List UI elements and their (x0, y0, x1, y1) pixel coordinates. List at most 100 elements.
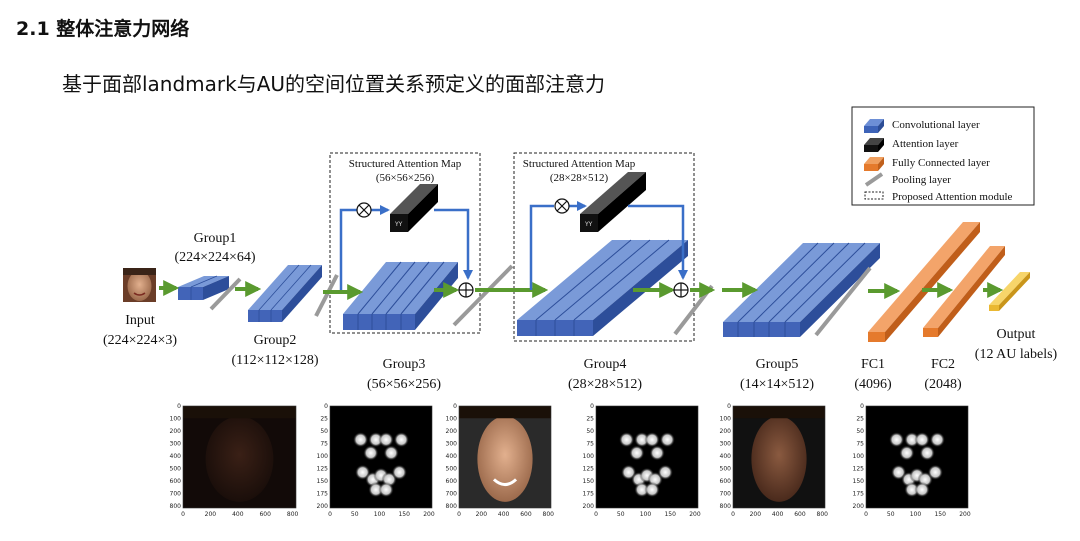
attention-layer-2: YY (580, 172, 646, 232)
photo1-ytick: 200 (170, 428, 182, 435)
photo2-xtick: 400 (498, 511, 510, 518)
forward-arrows (159, 280, 1004, 300)
map3-ytick: 0 (860, 403, 864, 410)
map1-ytick: 100 (317, 453, 329, 460)
map1-xtick: 200 (423, 511, 435, 518)
map3-ytick: 25 (856, 415, 864, 422)
map2-ytick: 50 (586, 428, 594, 435)
photo2-ytick: 0 (453, 403, 457, 410)
map1-xtick: 100 (374, 511, 386, 518)
legend-item-attention-module: Proposed Attention module (864, 191, 1013, 203)
attention-paths-1 (339, 205, 473, 290)
group3-size: (56×56×256) (367, 377, 441, 392)
svg-text:YY: YY (584, 221, 593, 228)
map2-ytick: 75 (586, 440, 594, 447)
multiply-icon-1 (356, 202, 372, 218)
photo3-ytick: 200 (720, 428, 732, 435)
fc2-block (923, 246, 1005, 337)
map3-ytick: 150 (853, 478, 865, 485)
map3-xtick: 150 (934, 511, 946, 518)
photo2-ytick: 500 (446, 465, 458, 472)
map1-ytick: 175 (317, 490, 329, 497)
input-label: Input (125, 313, 155, 328)
attention-map-title-2: Structured Attention Map (523, 158, 636, 170)
map3-xtick: 0 (864, 511, 868, 518)
photo1-ytick: 0 (177, 403, 181, 410)
map2-ytick: 100 (583, 453, 595, 460)
photo2-xtick: 200 (476, 511, 488, 518)
photo2-ytick: 400 (446, 453, 458, 460)
example-photo-1 (182, 405, 297, 509)
photo1-ytick: 600 (170, 478, 182, 485)
photo2-xtick: 800 (543, 511, 555, 518)
photo2-xtick: 0 (457, 511, 461, 518)
attention-map-title-1: Structured Attention Map (349, 158, 462, 170)
group1-blocks (178, 275, 229, 300)
photo3-ytick: 600 (720, 478, 732, 485)
photo3-ytick: 400 (720, 453, 732, 460)
add-icon-2 (673, 282, 689, 298)
group3-label: Group3 (383, 357, 426, 372)
map1-ytick: 50 (320, 428, 328, 435)
fc1-block (868, 222, 980, 342)
photo3-ytick: 700 (720, 490, 732, 497)
group5-blocks (723, 242, 880, 337)
map1-ytick: 75 (320, 440, 328, 447)
multiply-icon-2 (554, 198, 570, 214)
photo1-xtick: 600 (259, 511, 271, 518)
map3-xtick: 50 (887, 511, 895, 518)
photo1-xtick: 0 (181, 511, 185, 518)
group4-size: (28×28×512) (568, 377, 642, 392)
photo3-xtick: 200 (750, 511, 762, 518)
photo3-xtick: 0 (731, 511, 735, 518)
fc2-label: FC2 (931, 357, 955, 372)
map2-ytick: 150 (583, 478, 595, 485)
photo1-xtick: 800 (287, 511, 299, 518)
slide-subtitle: 基于面部landmark与AU的空间位置关系预定义的面部注意力 (62, 72, 606, 96)
map3-ytick: 75 (856, 440, 864, 447)
legend-label-attention: Attention layer (892, 138, 959, 150)
map3-ytick: 200 (853, 503, 865, 510)
legend-item-pooling: Pooling layer (864, 172, 951, 187)
map2-ytick: 0 (590, 403, 594, 410)
photo1-ytick: 800 (170, 503, 182, 510)
map3-ytick: 175 (853, 490, 865, 497)
slide-title: 2.1 整体注意力网络 (16, 18, 190, 40)
group4-label: Group4 (584, 357, 627, 372)
input-size: (224×224×3) (103, 333, 177, 348)
example-attention-map-1 (329, 405, 433, 509)
photo3-ytick: 800 (720, 503, 732, 510)
photo2-ytick: 200 (446, 428, 458, 435)
legend-item-conv: Convolutional layer (864, 119, 980, 133)
photo1-ytick: 100 (170, 415, 182, 422)
photo2-ytick: 700 (446, 490, 458, 497)
group2-blocks (248, 264, 322, 322)
map1-ytick: 200 (317, 503, 329, 510)
example-attention-map-3 (865, 405, 969, 509)
map3-xtick: 200 (959, 511, 971, 518)
map2-xtick: 50 (617, 511, 625, 518)
map3-xtick: 100 (910, 511, 922, 518)
map3-ytick: 125 (853, 465, 865, 472)
photo1-ytick: 500 (170, 465, 182, 472)
map2-ytick: 175 (583, 490, 595, 497)
example-photo-3 (732, 405, 826, 509)
legend: Convolutional layer Attention layer Full… (851, 106, 1035, 206)
attention-layer-1: YY (390, 184, 438, 232)
photo3-xtick: 400 (772, 511, 784, 518)
attention-module-box-1 (329, 152, 481, 334)
legend-label-pooling: Pooling layer (892, 174, 951, 186)
photo2-ytick: 600 (446, 478, 458, 485)
svg-text:YY: YY (394, 221, 403, 228)
photo1-xtick: 200 (205, 511, 217, 518)
map3-ytick: 50 (856, 428, 864, 435)
attention-map-size-1: (56×56×256) (376, 172, 435, 184)
fc2-size: (2048) (924, 377, 962, 392)
map1-xtick: 50 (351, 511, 359, 518)
legend-label-attention-module: Proposed Attention module (892, 191, 1013, 203)
photo2-ytick: 300 (446, 440, 458, 447)
group5-label: Group5 (756, 357, 799, 372)
output-size: (12 AU labels) (975, 347, 1058, 362)
